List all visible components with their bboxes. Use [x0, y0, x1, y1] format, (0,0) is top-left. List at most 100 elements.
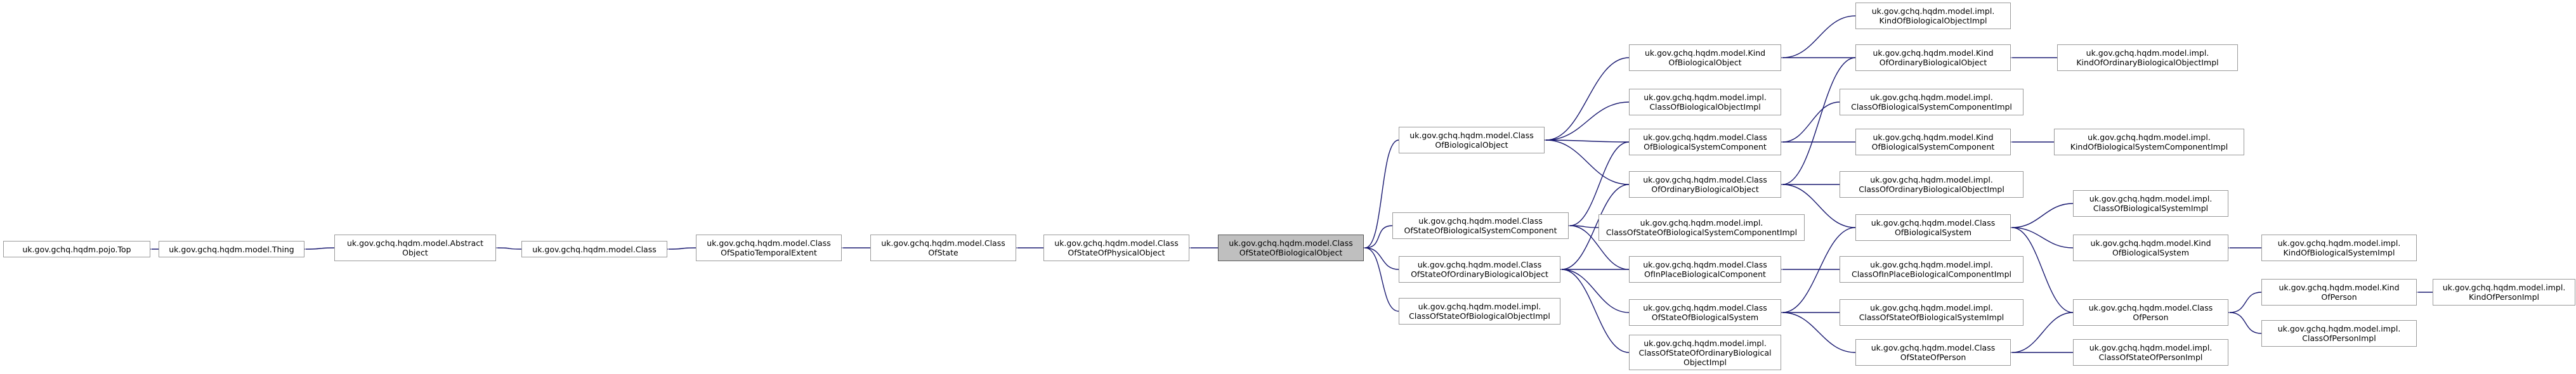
class-node-kindbioobjimpl[interactable]: uk.gov.gchq.hqdm.model.impl.KindOfBiolog…: [1855, 3, 2011, 29]
class-node-cobioobjimpl[interactable]: uk.gov.gchq.hqdm.model.impl.ClassOfBiolo…: [1629, 89, 1781, 115]
class-node-kindbiosysimpl[interactable]: uk.gov.gchq.hqdm.model.impl.KindOfBiolog…: [2261, 235, 2417, 261]
class-node-label-line: ClassOfBiologicalSystemImpl: [2093, 203, 2209, 213]
class-node-label-line: ClassOfOrdinaryBiologicalObjectImpl: [1859, 184, 2004, 194]
class-node-label-line: OfBiologicalSystemComponent: [1644, 142, 1767, 152]
class-node-label-line: ClassOfStateOfPersonImpl: [2098, 352, 2203, 362]
class-node-cosbiosysimpl[interactable]: uk.gov.gchq.hqdm.model.impl.ClassOfState…: [1840, 299, 2024, 326]
inheritance-edge-cobiosyscompimpl-to-cobiosyscomp: [1775, 101, 1840, 145]
inheritance-edge-kindperson-to-coperson: [2223, 292, 2262, 316]
class-node-label-line: uk.gov.gchq.hqdm.model.Kind: [2090, 238, 2211, 248]
class-node-label-line: ObjectImpl: [1684, 357, 1727, 367]
class-node-label: uk.gov.gchq.hqdm.model.impl.ClassOfState…: [1639, 339, 1772, 367]
class-node-thing[interactable]: uk.gov.gchq.hqdm.model.Thing: [159, 241, 304, 257]
inheritance-edge-coordbioobj-to-cobiologicalobject: [1539, 137, 1630, 185]
class-node-label-line: uk.gov.gchq.hqdm.model.Class: [1054, 238, 1179, 248]
class-node-label-line: ClassOfStateOfOrdinaryBiological: [1638, 347, 1772, 358]
inheritance-edge-copersonimpl-to-coperson: [2223, 309, 2262, 334]
class-node-label-line: uk.gov.gchq.hqdm.model.Class: [1229, 238, 1353, 248]
class-node-label-line: uk.gov.gchq.hqdm.model.impl.: [1870, 303, 1993, 313]
class-node-class[interactable]: uk.gov.gchq.hqdm.model.Class: [521, 241, 667, 257]
class-node-kindpersonimpl[interactable]: uk.gov.gchq.hqdm.model.impl.KindOfPerson…: [2433, 279, 2575, 306]
class-node-label-line: KindOfBiologicalSystemComponentImpl: [2070, 142, 2228, 152]
class-node-coinplacebiocompimpl[interactable]: uk.gov.gchq.hqdm.model.impl.ClassOfInPla…: [1840, 256, 2024, 283]
class-node-label: uk.gov.gchq.hqdm.model.impl.ClassOfPerso…: [2278, 324, 2401, 343]
inheritance-edge-cobiologicalobject-to-cosbiologicalobject: [1358, 139, 1399, 251]
inheritance-edge-cobiosys-to-cosbiosys: [1775, 227, 1856, 316]
class-node-coordbioobjimpl[interactable]: uk.gov.gchq.hqdm.model.impl.ClassOfOrdin…: [1840, 171, 2024, 198]
class-node-label: uk.gov.gchq.hqdm.model.impl.KindOfPerson…: [2443, 283, 2566, 302]
class-node-kindordbioobjimpl[interactable]: uk.gov.gchq.hqdm.model.impl.KindOfOrdina…: [2057, 44, 2238, 71]
inheritance-edge-class-to-abstractobject: [490, 245, 522, 250]
class-node-label-line: uk.gov.gchq.hqdm.model.Class: [881, 238, 1005, 248]
class-node-label: uk.gov.gchq.hqdm.model.impl.ClassOfBiolo…: [1851, 93, 2012, 112]
class-node-kindbiosyscompimpl[interactable]: uk.gov.gchq.hqdm.model.impl.KindOfBiolog…: [2054, 129, 2244, 155]
class-node-label-line: uk.gov.gchq.hqdm.model.Kind: [1644, 48, 1766, 58]
class-node-cobiosyscompimpl[interactable]: uk.gov.gchq.hqdm.model.impl.ClassOfBiolo…: [1840, 89, 2024, 115]
class-node-label-line: OfBiologicalObject: [1435, 140, 1508, 150]
inheritance-edge-cosbioobjimpl-to-cosbiologicalobject: [1358, 245, 1399, 312]
inheritance-edge-cosbiosyscomp-to-cosbiologicalobject: [1358, 225, 1393, 251]
class-node-label-line: OfOrdinaryBiologicalObject: [1651, 184, 1759, 194]
class-node-label: uk.gov.gchq.hqdm.model.impl.KindOfBiolog…: [2278, 238, 2401, 257]
inheritance-edge-cobiosyscomp-to-cosbiosyscomp: [1563, 141, 1630, 229]
class-node-label-line: uk.gov.gchq.hqdm.model.impl.: [2442, 283, 2566, 292]
class-node-label-line: ClassOfBiologicalObjectImpl: [1649, 102, 1761, 112]
class-node-label-line: OfPerson: [2321, 292, 2357, 302]
class-node-label-line: uk.gov.gchq.hqdm.model.Kind: [1873, 48, 1994, 58]
inheritance-edge-cosordbioobj-to-cosbiologicalobject: [1358, 245, 1399, 270]
class-node-label-line: uk.gov.gchq.hqdm.model.impl.: [1871, 6, 1995, 16]
class-node-label-line: KindOfPersonImpl: [2468, 292, 2540, 302]
class-node-label-line: uk.gov.gchq.hqdm.model.Class: [1871, 218, 1996, 228]
class-node-label-line: ClassOfStateOfBiologicalObjectImpl: [1409, 311, 1550, 321]
class-node-label-line: Object: [402, 248, 428, 257]
class-node-label-line: uk.gov.gchq.hqdm.model.impl.: [2089, 343, 2213, 352]
class-node-copersonimpl[interactable]: uk.gov.gchq.hqdm.model.impl.ClassOfPerso…: [2261, 320, 2417, 347]
class-node-label-line: uk.gov.gchq.hqdm.model.impl.: [1644, 338, 1767, 348]
inheritance-edge-kindbioobjimpl-to-kindbioobj: [1775, 15, 1856, 61]
class-node-label-line: uk.gov.gchq.hqdm.model.Class: [1417, 260, 1542, 269]
class-node-cobiosysimpl[interactable]: uk.gov.gchq.hqdm.model.impl.ClassOfBiolo…: [2073, 190, 2228, 217]
class-node-cosbioobjimpl[interactable]: uk.gov.gchq.hqdm.model.impl.ClassOfState…: [1399, 298, 1560, 325]
inheritance-edge-cobiosyscomp-to-cobiologicalobject: [1539, 137, 1630, 143]
class-node-cospersonimpl[interactable]: uk.gov.gchq.hqdm.model.impl.ClassOfState…: [2073, 339, 2228, 366]
class-node-label-line: uk.gov.gchq.hqdm.model.Kind: [1873, 132, 1994, 142]
class-node-top[interactable]: uk.gov.gchq.hqdm.pojo.Top: [3, 241, 150, 257]
class-node-label: uk.gov.gchq.hqdm.model.impl.ClassOfOrdin…: [1859, 175, 2004, 194]
class-node-label: uk.gov.gchq.hqdm.model.impl.KindOfBiolog…: [2070, 132, 2228, 152]
inheritance-edge-abstractobject-to-thing: [299, 247, 335, 252]
class-node-cosordbioobjimpl[interactable]: uk.gov.gchq.hqdm.model.impl.ClassOfState…: [1629, 335, 1781, 370]
class-node-cosbiosyscompimpl[interactable]: uk.gov.gchq.hqdm.model.impl.ClassOfState…: [1599, 214, 1805, 241]
class-node-label-line: uk.gov.gchq.hqdm.model.Class: [1643, 132, 1767, 142]
class-node-label-line: uk.gov.gchq.hqdm.model.Class: [1871, 343, 1996, 352]
inheritance-edge-cosperson-to-cosbiosys: [1775, 309, 1856, 353]
